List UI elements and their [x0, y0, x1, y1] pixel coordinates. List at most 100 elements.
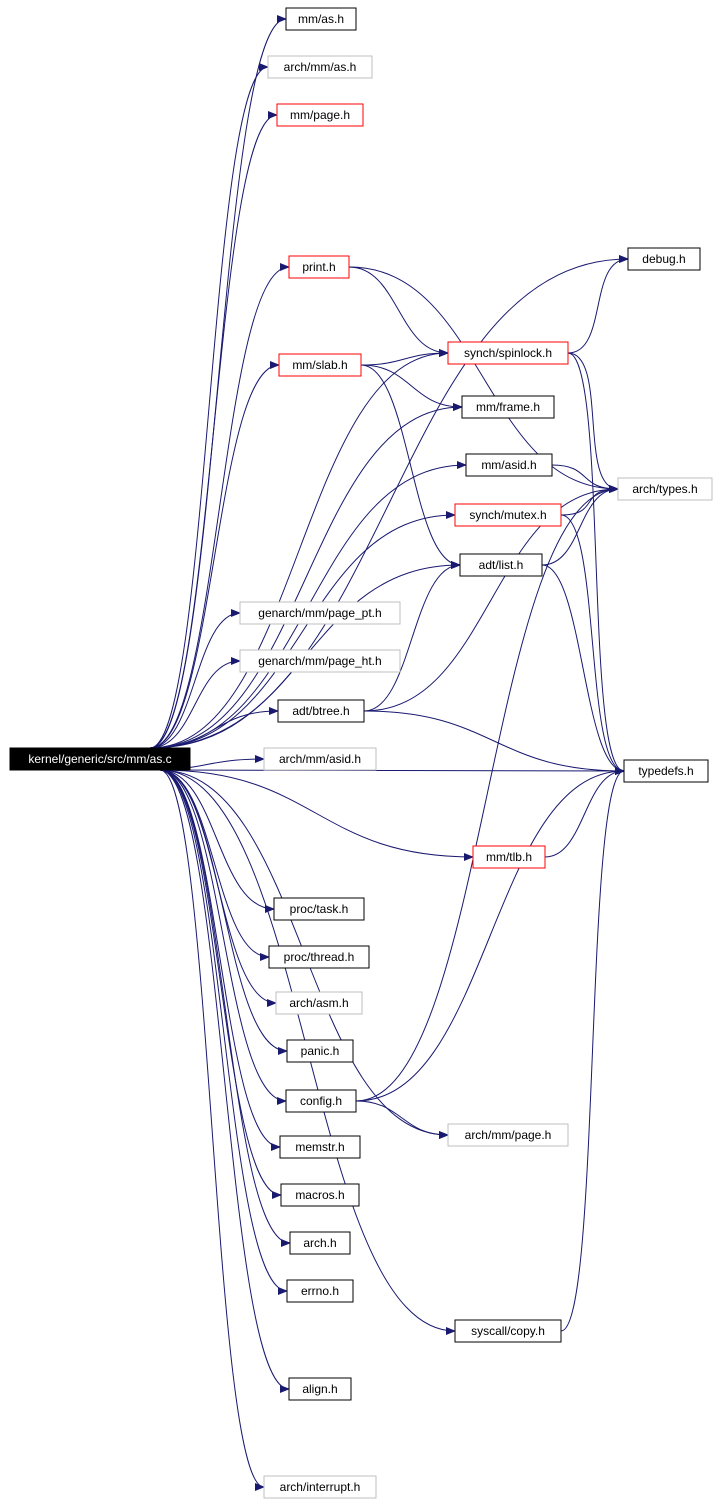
node-box-arch-interrupt — [263, 1475, 377, 1499]
edge-root-to-arch — [159, 769, 291, 1247]
node-box-task — [273, 897, 365, 921]
node-box-panic — [286, 1039, 354, 1063]
node-box-arch — [289, 1231, 351, 1255]
node-label-mm-page: mm/page.h — [290, 108, 350, 122]
node-box-tlb — [472, 845, 546, 869]
node-debug[interactable]: debug.h — [627, 247, 701, 271]
node-tlb[interactable]: mm/tlb.h — [472, 845, 546, 869]
node-spinlock[interactable]: synch/spinlock.h — [447, 341, 569, 365]
node-box-arch-mm-as — [267, 55, 373, 79]
edge-root-to-arch_interrupt — [159, 769, 265, 1491]
edge-spinlock-to-arch_types — [567, 352, 619, 493]
node-box-mm-page — [276, 103, 364, 127]
node-arch[interactable]: arch.h — [289, 1231, 351, 1255]
node-mutex[interactable]: synch/mutex.h — [454, 503, 562, 527]
node-arch-asid[interactable]: arch/mm/asid.h — [263, 747, 377, 771]
node-config[interactable]: config.h — [285, 1089, 357, 1113]
edge-root-to-slab — [149, 361, 280, 749]
node-label-memstr: memstr.h — [295, 1140, 344, 1154]
node-print[interactable]: print.h — [288, 255, 350, 279]
edge-root-to-frame — [149, 403, 463, 749]
node-page-pt[interactable]: genarch/mm/page_pt.h — [239, 601, 401, 625]
edge-spinlock-to-debug — [567, 255, 629, 354]
node-label-syscall-copy: syscall/copy.h — [471, 1324, 545, 1338]
node-list[interactable]: adt/list.h — [459, 553, 543, 577]
edge-root-to-arch_mm_as — [149, 63, 269, 749]
node-root[interactable]: kernel/generic/src/mm/as.c — [9, 747, 191, 771]
node-box-mm-as — [285, 7, 357, 31]
node-frame[interactable]: mm/frame.h — [461, 395, 555, 419]
node-label-task: proc/task.h — [290, 902, 349, 916]
edge-btree-to-typedefs — [363, 710, 625, 775]
node-arch-asm[interactable]: arch/asm.h — [275, 991, 363, 1015]
node-slab[interactable]: mm/slab.h — [278, 353, 362, 377]
node-box-frame — [461, 395, 555, 419]
node-label-thread: proc/thread.h — [284, 950, 355, 964]
node-box-errno — [286, 1279, 354, 1303]
node-asid[interactable]: mm/asid.h — [465, 453, 553, 477]
node-label-page-ht: genarch/mm/page_ht.h — [258, 654, 381, 668]
node-box-print — [288, 255, 350, 279]
edge-asid-to-arch_types — [551, 464, 619, 493]
edge-tlb-to-typedefs — [544, 767, 625, 858]
node-box-slab — [278, 353, 362, 377]
node-arch-interrupt[interactable]: arch/interrupt.h — [263, 1475, 377, 1499]
edge-spinlock-to-typedefs — [567, 352, 625, 775]
node-align[interactable]: align.h — [288, 1377, 352, 1401]
edge-root-to-macros — [159, 769, 282, 1199]
edge-root-to-tlb — [159, 769, 474, 861]
edge-slab-to-spinlock — [360, 349, 449, 366]
node-box-root — [9, 747, 191, 771]
node-memstr[interactable]: memstr.h — [279, 1135, 361, 1159]
node-syscall-copy[interactable]: syscall/copy.h — [454, 1319, 562, 1343]
node-errno[interactable]: errno.h — [286, 1279, 354, 1303]
edge-root-to-typedefs — [159, 766, 625, 775]
edge-root-to-page_ht — [149, 657, 241, 749]
node-box-syscall-copy — [454, 1319, 562, 1343]
node-box-macros — [280, 1183, 360, 1207]
node-mm-as[interactable]: mm/as.h — [285, 7, 357, 31]
node-box-page-pt — [239, 601, 401, 625]
node-task[interactable]: proc/task.h — [273, 897, 365, 921]
node-label-root: kernel/generic/src/mm/as.c — [28, 752, 171, 766]
edge-root-to-debug — [149, 255, 629, 749]
node-label-btree: adt/btree.h — [292, 704, 349, 718]
node-box-list — [459, 553, 543, 577]
node-macros[interactable]: macros.h — [280, 1183, 360, 1207]
edges-layer — [149, 15, 629, 1491]
edge-root-to-memstr — [159, 769, 281, 1151]
edge-root-to-page_pt — [149, 609, 241, 749]
edge-config-to-typedefs — [355, 767, 625, 1102]
node-label-frame: mm/frame.h — [476, 400, 540, 414]
node-page-ht[interactable]: genarch/mm/page_ht.h — [239, 649, 401, 673]
node-label-panic: panic.h — [301, 1044, 340, 1058]
node-box-config — [285, 1089, 357, 1113]
node-panic[interactable]: panic.h — [286, 1039, 354, 1063]
node-label-debug: debug.h — [642, 252, 685, 266]
node-typedefs[interactable]: typedefs.h — [623, 759, 709, 783]
node-box-arch-mm-page — [447, 1123, 569, 1147]
edge-syscall_copy-to-typedefs — [560, 767, 625, 1332]
node-label-typedefs: typedefs.h — [638, 764, 693, 778]
node-arch-mm-page[interactable]: arch/mm/page.h — [447, 1123, 569, 1147]
node-box-mutex — [454, 503, 562, 527]
node-btree[interactable]: adt/btree.h — [277, 699, 365, 723]
node-label-arch-types: arch/types.h — [632, 482, 697, 496]
edge-config-to-arch_mm_page — [355, 1100, 449, 1139]
node-thread[interactable]: proc/thread.h — [268, 945, 370, 969]
node-box-arch-asm — [275, 991, 363, 1015]
edge-btree-to-arch_types — [363, 485, 619, 712]
edge-root-to-btree — [149, 707, 279, 749]
node-arch-types[interactable]: arch/types.h — [617, 477, 713, 501]
node-label-tlb: mm/tlb.h — [486, 850, 532, 864]
edge-config-to-arch_types — [355, 485, 619, 1102]
node-label-mutex: synch/mutex.h — [469, 508, 546, 522]
node-box-page-ht — [239, 649, 401, 673]
node-mm-page[interactable]: mm/page.h — [276, 103, 364, 127]
node-label-asid: mm/asid.h — [481, 458, 536, 472]
node-label-arch-interrupt: arch/interrupt.h — [280, 1480, 361, 1494]
node-label-arch: arch.h — [303, 1236, 336, 1250]
node-label-mm-as: mm/as.h — [298, 12, 344, 26]
node-arch-mm-as[interactable]: arch/mm/as.h — [267, 55, 373, 79]
